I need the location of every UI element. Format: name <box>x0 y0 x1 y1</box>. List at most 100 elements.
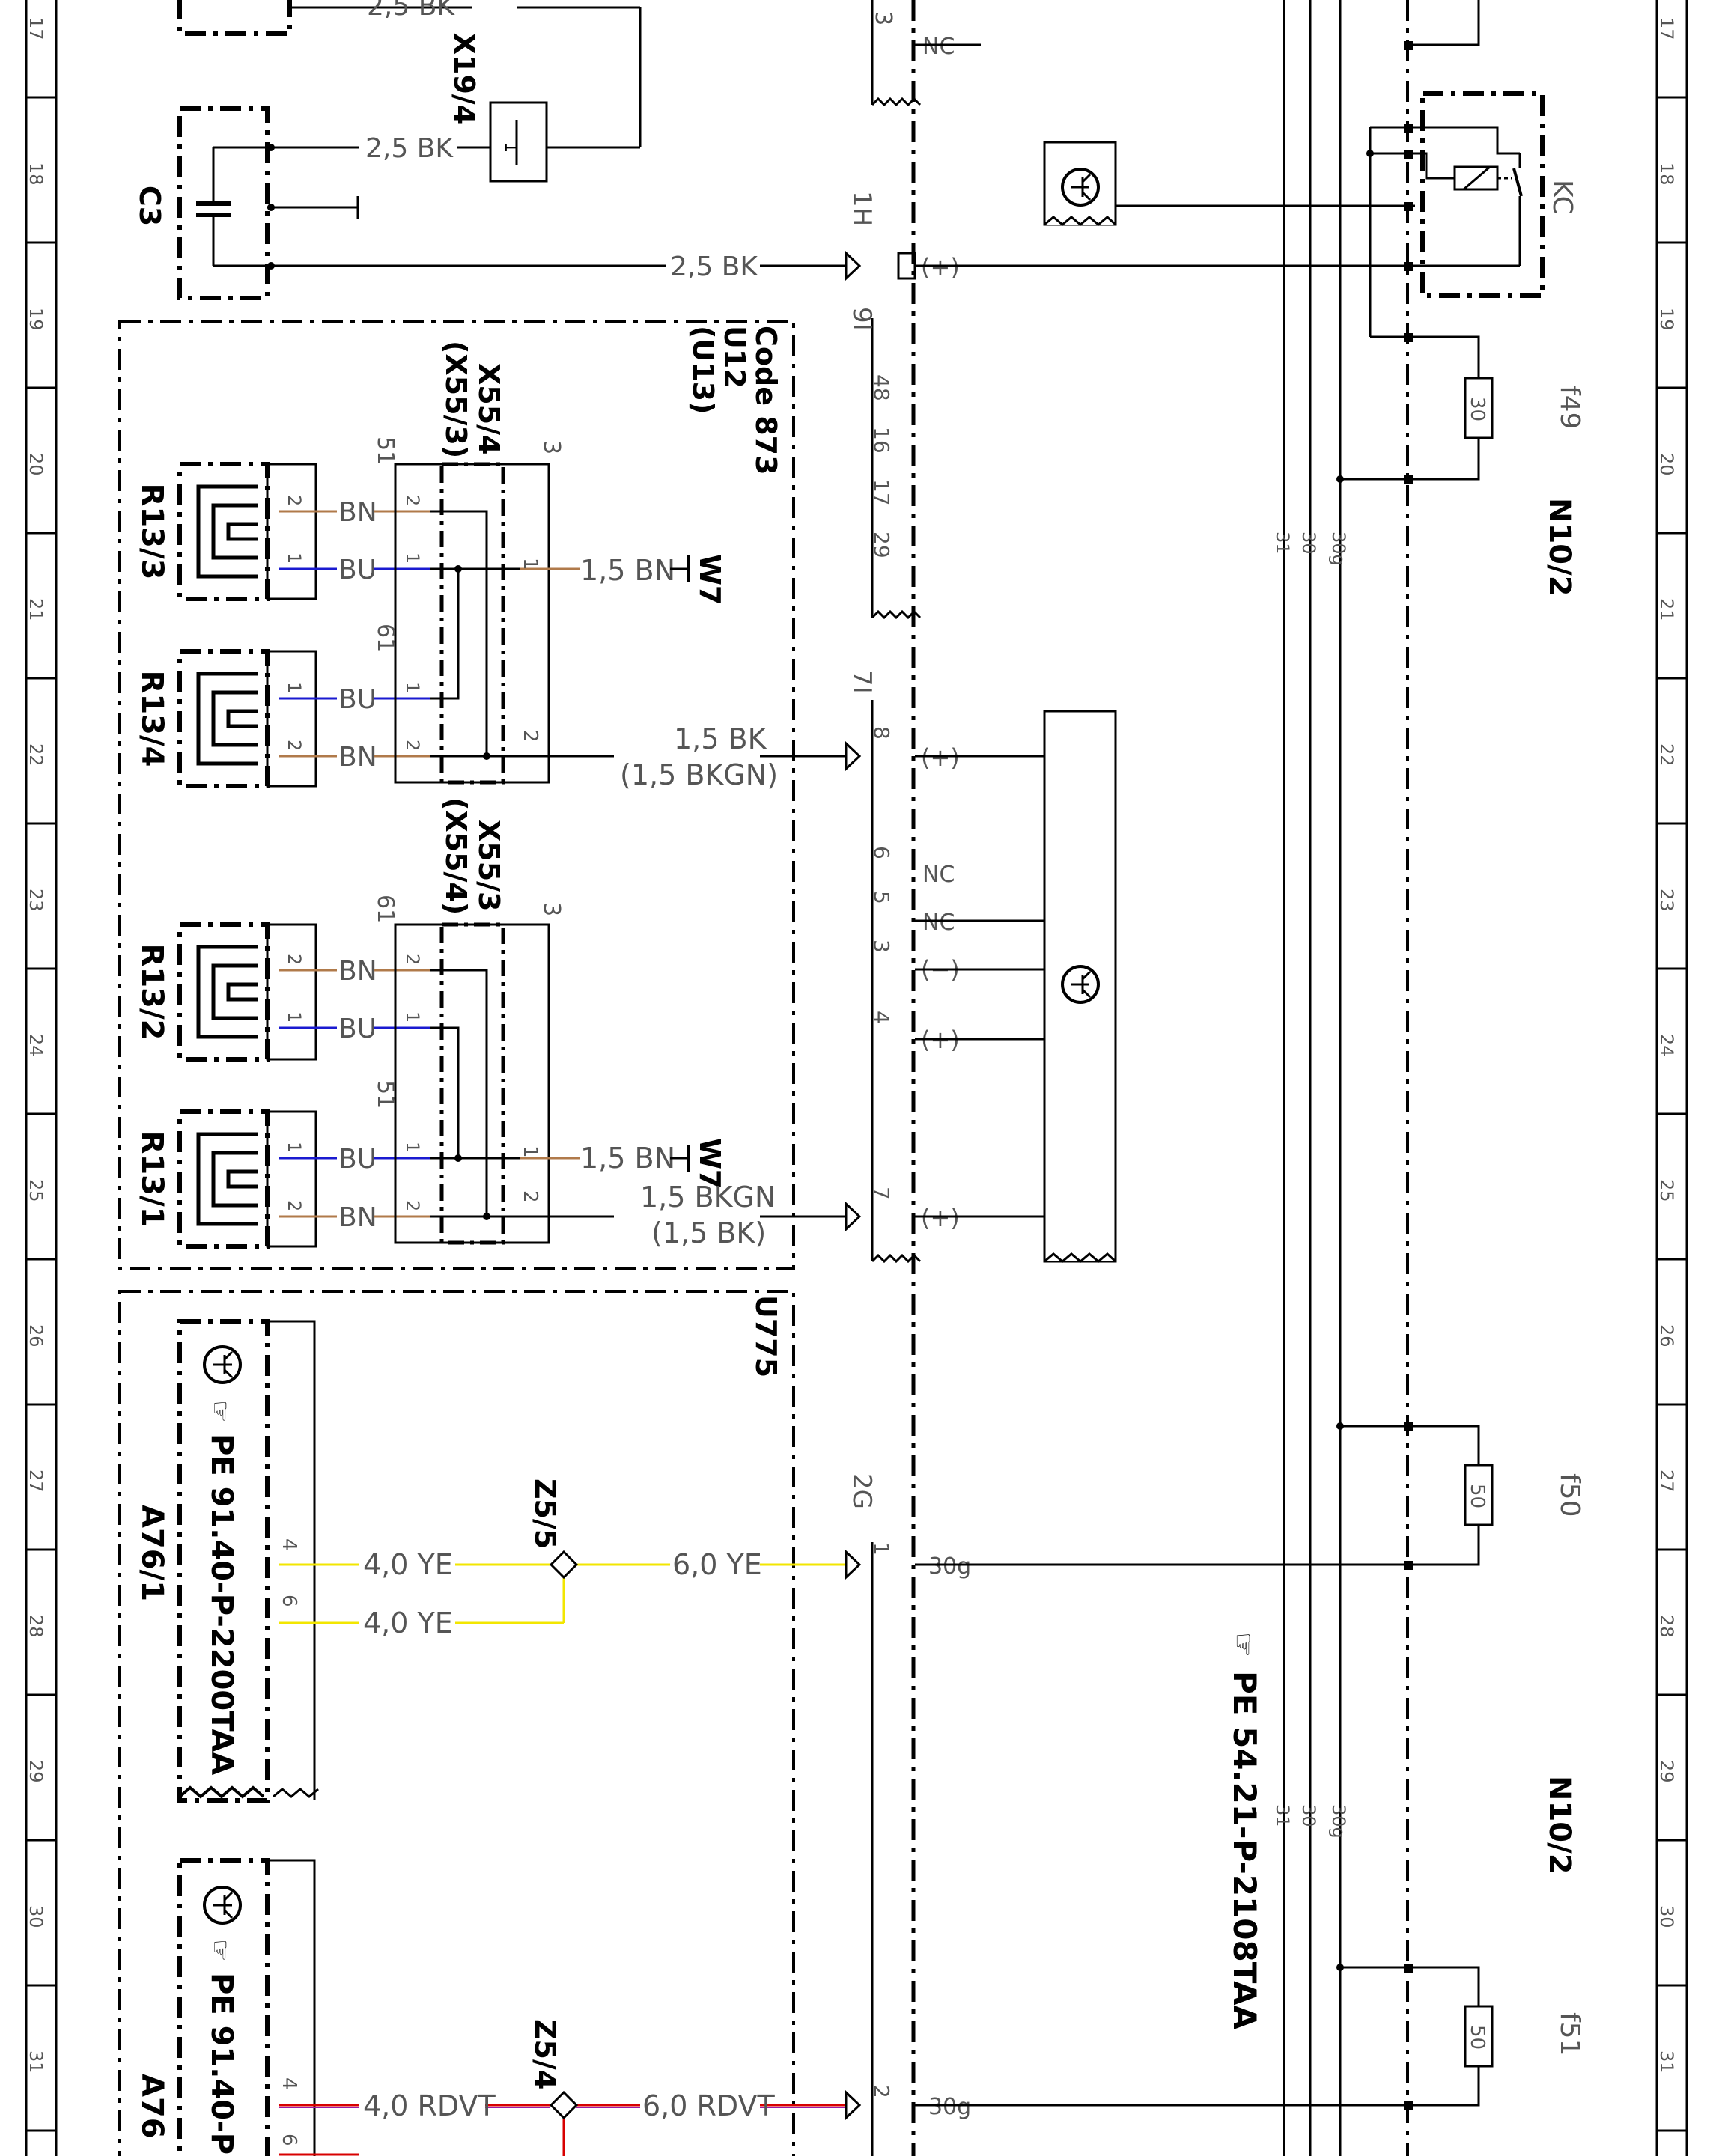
f49-label: f49 <box>1554 386 1585 429</box>
ruler-row-number: 25 <box>1656 1179 1677 1202</box>
pin-4-a76: 4 <box>278 2077 300 2090</box>
wire-1-5-bkgn: 1,5 BKGN <box>640 1181 776 1213</box>
pin-8-label: 8 <box>869 726 894 740</box>
pin-3-mid: 3 <box>538 902 565 916</box>
heater-pin-number: 1 <box>284 1142 305 1153</box>
x55-pin-number: 1 <box>402 1142 423 1153</box>
ruler-row-number: 19 <box>25 308 46 331</box>
heater-pin-number: 2 <box>284 740 305 751</box>
pin-3-top: 3 <box>538 440 565 454</box>
heater-pin-number: 1 <box>284 1011 305 1023</box>
ruler-row-number: 31 <box>1656 2050 1677 2074</box>
wire-2-5-bk-x19: 2,5 BK <box>365 133 454 164</box>
heater-pin-box <box>266 463 317 600</box>
ruler-row-number: 31 <box>25 2050 46 2074</box>
heater-element-icon <box>196 672 258 766</box>
a76-module: ☞ PE 91.40-P A76 4 6 <box>135 1858 316 2156</box>
right-wires <box>915 43 1520 2107</box>
bus-31-bottom: 31 <box>1272 1804 1293 1827</box>
kc-relay: KC <box>1366 0 1577 337</box>
conn-7i-label: 7I <box>847 670 877 694</box>
x19-4-pin: 1 <box>501 142 520 153</box>
heater-frame <box>177 649 270 788</box>
wire-4-0-rdvt: 4,0 RDVT <box>363 2089 496 2122</box>
heater-pin-number: 2 <box>284 1200 305 1211</box>
bus-lines <box>1283 0 1342 2156</box>
heater-frame <box>177 1109 270 1249</box>
a76-ref: PE 91.40-P <box>204 1973 239 2155</box>
n10-pin-dots <box>1404 41 1413 2110</box>
wire-1-5-bk-alt: (1,5 BK) <box>651 1216 766 1249</box>
pin-9i-number: 16 <box>869 427 894 454</box>
pin-9i-number: 48 <box>869 374 894 401</box>
w7-label-top: W7 <box>693 554 726 605</box>
ruler-row-number: 27 <box>25 1470 46 1493</box>
ruler-row-number: 28 <box>25 1615 46 1638</box>
pin-9i-number: 17 <box>869 479 894 506</box>
c3-capacitor: C3 <box>133 106 359 300</box>
pin-9i-number: 29 <box>869 532 894 558</box>
wire-1-5-bkgn-alt: (1,5 BKGN) <box>620 758 778 791</box>
x55-pin-number: 2 <box>402 954 423 965</box>
x55-pin-number: 1 <box>402 682 423 693</box>
ruler-row-number: 29 <box>1656 1760 1677 1783</box>
pin-61-mid: 61 <box>372 895 398 923</box>
ruler-row-number: 30 <box>1656 1905 1677 1928</box>
u12-label: U12 <box>718 326 751 389</box>
signal-plus-1h: (+) <box>921 253 960 281</box>
yellow-wiring <box>279 1563 846 1624</box>
connector-strip-end <box>871 609 922 620</box>
n10-ref: PE 54.21-P-2108TAA <box>1226 1671 1263 2030</box>
n10-2-label-bottom: N10/2 <box>1542 1776 1577 1875</box>
a76-label: A76 <box>135 2074 169 2139</box>
bus-30g-top: 30g <box>1328 532 1349 566</box>
ruler-row-number: 21 <box>25 598 46 621</box>
ruler-row-number: 18 <box>25 162 46 186</box>
upper-module <box>1043 141 1415 226</box>
conn-9i-label: 9I <box>847 307 877 331</box>
fuse-f50-value: 50 <box>1466 1484 1488 1508</box>
a76-1-module: ☞ PE 91.40-P-2200TAA A76/1 4 6 <box>135 1319 319 1803</box>
ruler-row-number: 26 <box>1656 1324 1677 1348</box>
x55-pin-number: 2 <box>402 495 423 506</box>
signal-nc-5: NC <box>922 910 955 936</box>
x55-internal-wiring <box>430 510 520 1218</box>
x55-pin-number: 2 <box>402 740 423 751</box>
fuse-f50: 50 f50 <box>1336 1422 1585 1566</box>
signal-plus-7: (+) <box>921 1204 960 1232</box>
heater-pin-box <box>266 923 317 1061</box>
heater-pin-number: 2 <box>284 495 305 506</box>
pin-7i-number: 4 <box>869 1011 894 1024</box>
x19-4-connector: 1 X19/4 <box>448 33 640 183</box>
ruler-row-number: 22 <box>1656 743 1677 767</box>
connector-strip-end <box>871 1253 922 1264</box>
ruler-row-number: 17 <box>25 17 46 40</box>
pin-61-top: 61 <box>372 624 398 652</box>
pin-7i-number: 5 <box>869 891 894 904</box>
code-873-label: Code 873 <box>749 326 782 475</box>
pin-7-label: 7 <box>869 1187 894 1200</box>
heater-wire-label: BU <box>338 684 377 715</box>
conn-3-label: 3 <box>870 11 896 25</box>
fuse-f51-value: 50 <box>1466 2025 1488 2050</box>
ruler-row-number: 21 <box>1656 598 1677 621</box>
heater-wire-label: BN <box>338 956 377 987</box>
ruler-row-number: 27 <box>1656 1470 1677 1493</box>
pin-6-a76-1: 6 <box>278 1595 300 1607</box>
a76-1-label: A76/1 <box>135 1505 169 1601</box>
pin-2-bottom-label: 2 <box>869 2085 894 2098</box>
heater-pin-number: 1 <box>284 552 305 564</box>
c3-label: C3 <box>133 186 166 226</box>
hand-pointer-icon-a76: ☞ <box>205 1939 235 1961</box>
pin-1-x55-mid: 1 <box>519 1145 541 1158</box>
wire-2-5-bk-1h: 2,5 BK <box>670 252 758 282</box>
x55-pin-number: 1 <box>402 552 423 564</box>
pin-6-a76: 6 <box>278 2134 300 2146</box>
ruler-row-number: 20 <box>25 453 46 476</box>
z5-5-label: Z5/5 <box>529 1479 562 1549</box>
conn-1h-label: 1H <box>847 191 877 226</box>
signal-plus-8: (+) <box>921 743 960 772</box>
bus-30-top: 30 <box>1298 532 1319 555</box>
x55-4-mid-alt-label: (X55/4) <box>439 797 472 915</box>
pin-1-x55-top: 1 <box>519 558 541 570</box>
